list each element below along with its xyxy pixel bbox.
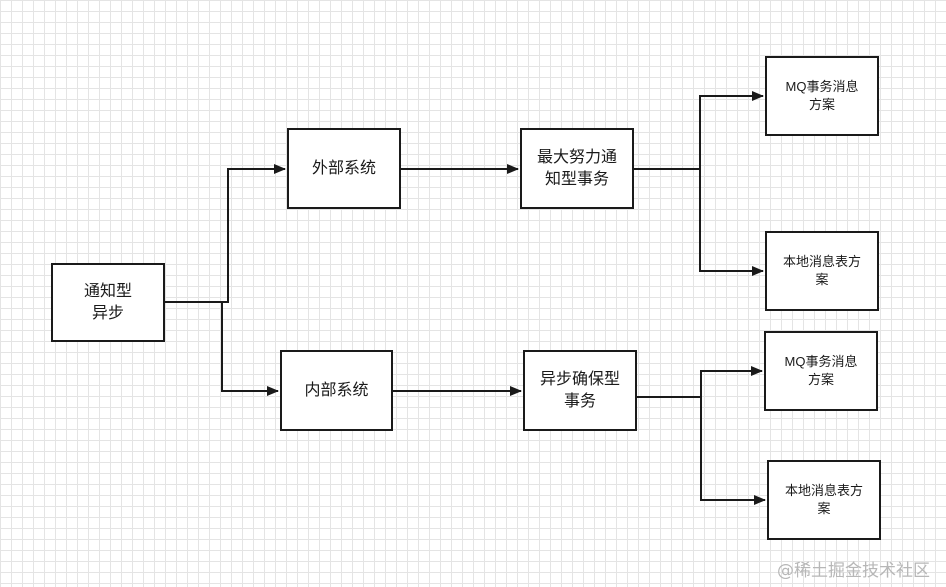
node-label-line: 方案 bbox=[808, 97, 835, 112]
node-mq-transaction-bottom: MQ事务消息 方案 bbox=[764, 331, 878, 411]
node-label-line: MQ事务消息 bbox=[785, 79, 859, 95]
node-internal-system: 内部系统 bbox=[280, 350, 393, 431]
edge-best-effort-to-local bbox=[634, 168, 764, 276]
node-label-line: 知型事务 bbox=[544, 170, 609, 188]
node-async-guarantee-transaction: 异步确保型 事务 bbox=[523, 350, 637, 431]
node-label-line: 事务 bbox=[563, 392, 596, 410]
node-label-line: MQ事务消息 bbox=[784, 354, 858, 370]
edge-async-guarantee-to-local bbox=[637, 396, 766, 505]
node-label-line: 异步 bbox=[91, 304, 124, 322]
node-label: 内部系统 bbox=[304, 381, 369, 399]
node-label-line: 本地消息表方 bbox=[782, 254, 861, 270]
node-mq-transaction-top: MQ事务消息 方案 bbox=[765, 56, 879, 136]
node-notification-async: 通知型 异步 bbox=[51, 263, 165, 342]
node-label-line: 最大努力通 bbox=[536, 148, 617, 166]
node-label-line: 案 bbox=[817, 501, 831, 516]
node-label-line: 案 bbox=[815, 272, 829, 287]
edge-root-to-external bbox=[165, 164, 286, 303]
node-label-line: 异步确保型 bbox=[539, 370, 620, 388]
edge-root-to-internal bbox=[165, 301, 279, 396]
node-local-message-table-bottom: 本地消息表方 案 bbox=[767, 460, 881, 540]
edge-best-effort-to-mq bbox=[634, 91, 764, 170]
node-label: 外部系统 bbox=[311, 159, 376, 177]
node-label-line: 本地消息表方 bbox=[784, 483, 863, 499]
watermark: @稀土掘金技术社区 bbox=[777, 561, 930, 581]
node-external-system: 外部系统 bbox=[287, 128, 401, 209]
node-label-line: 方案 bbox=[807, 372, 834, 387]
edge-async-guarantee-to-mq bbox=[637, 366, 763, 398]
node-label-line: 通知型 bbox=[83, 282, 132, 300]
node-best-effort-transaction: 最大努力通 知型事务 bbox=[520, 128, 634, 209]
node-local-message-table-top: 本地消息表方 案 bbox=[765, 231, 879, 311]
